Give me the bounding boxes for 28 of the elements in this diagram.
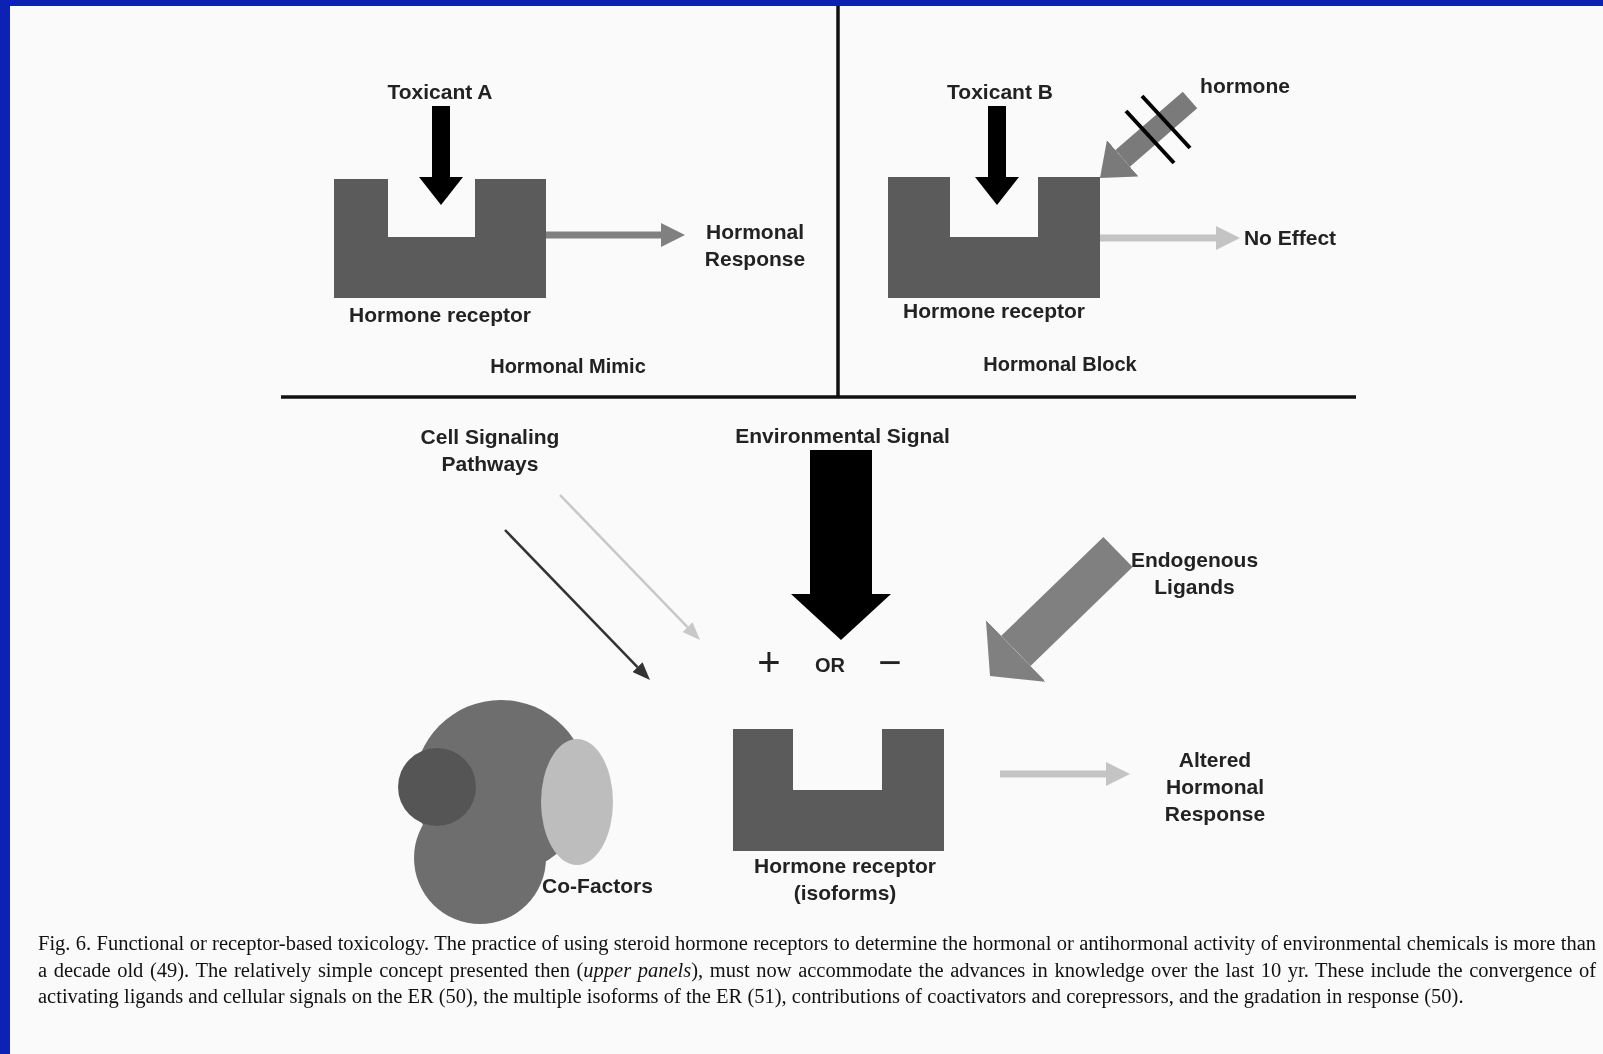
arrow: [985, 536, 1133, 682]
panel-label: OR: [815, 653, 845, 677]
node-label: Hormonal Response: [703, 219, 807, 272]
panel-label: Hormonal Mimic: [490, 354, 646, 378]
figure-caption: Fig. 6. Functional or receptor-based toxicology. The practice of using steroid hormone receptors to determine the hormonal or antihormonal activity of environmental chemicals is more than a decade old (49). The relatively simple concept presented then (upper panels), must now accommodate the advances in knowledge over the last 10 yr. These include the convergence of activating ligands and cellular signals on the ER (50), the multiple isoforms of the ER (51), contributions of coactivators and corepressors, and the gradation in response (50).: [38, 931, 1596, 1010]
node-label: Toxicant A: [386, 79, 494, 105]
arrow: [419, 106, 463, 205]
node-label: Hormone receptor: [347, 302, 532, 328]
node-label: hormone: [1199, 73, 1291, 99]
arrow: [504, 529, 650, 680]
panel-label: Hormonal Block: [983, 352, 1137, 376]
node-label: Hormone receptor (isoforms): [752, 853, 937, 906]
arrow: [791, 450, 891, 640]
arrow: [1100, 226, 1240, 250]
node-label: Endogenous Ligands: [1129, 547, 1260, 600]
arrow: [1100, 91, 1198, 178]
node-label: Cell Signaling Pathways: [420, 424, 560, 477]
node-label: No Effect: [1242, 225, 1338, 251]
arrow: [975, 106, 1019, 205]
sign-symbol: −: [878, 639, 902, 685]
node-label: Hormone receptor: [901, 298, 1086, 324]
arrow: [546, 223, 685, 247]
node-label: Co-Factors: [541, 873, 654, 899]
arrow: [559, 494, 700, 640]
node-label: Environmental Signal: [734, 423, 951, 449]
sign-symbol: +: [757, 639, 781, 685]
node-label: Toxicant B: [946, 79, 1054, 105]
node-label: Altered Hormonal Response: [1163, 747, 1267, 827]
